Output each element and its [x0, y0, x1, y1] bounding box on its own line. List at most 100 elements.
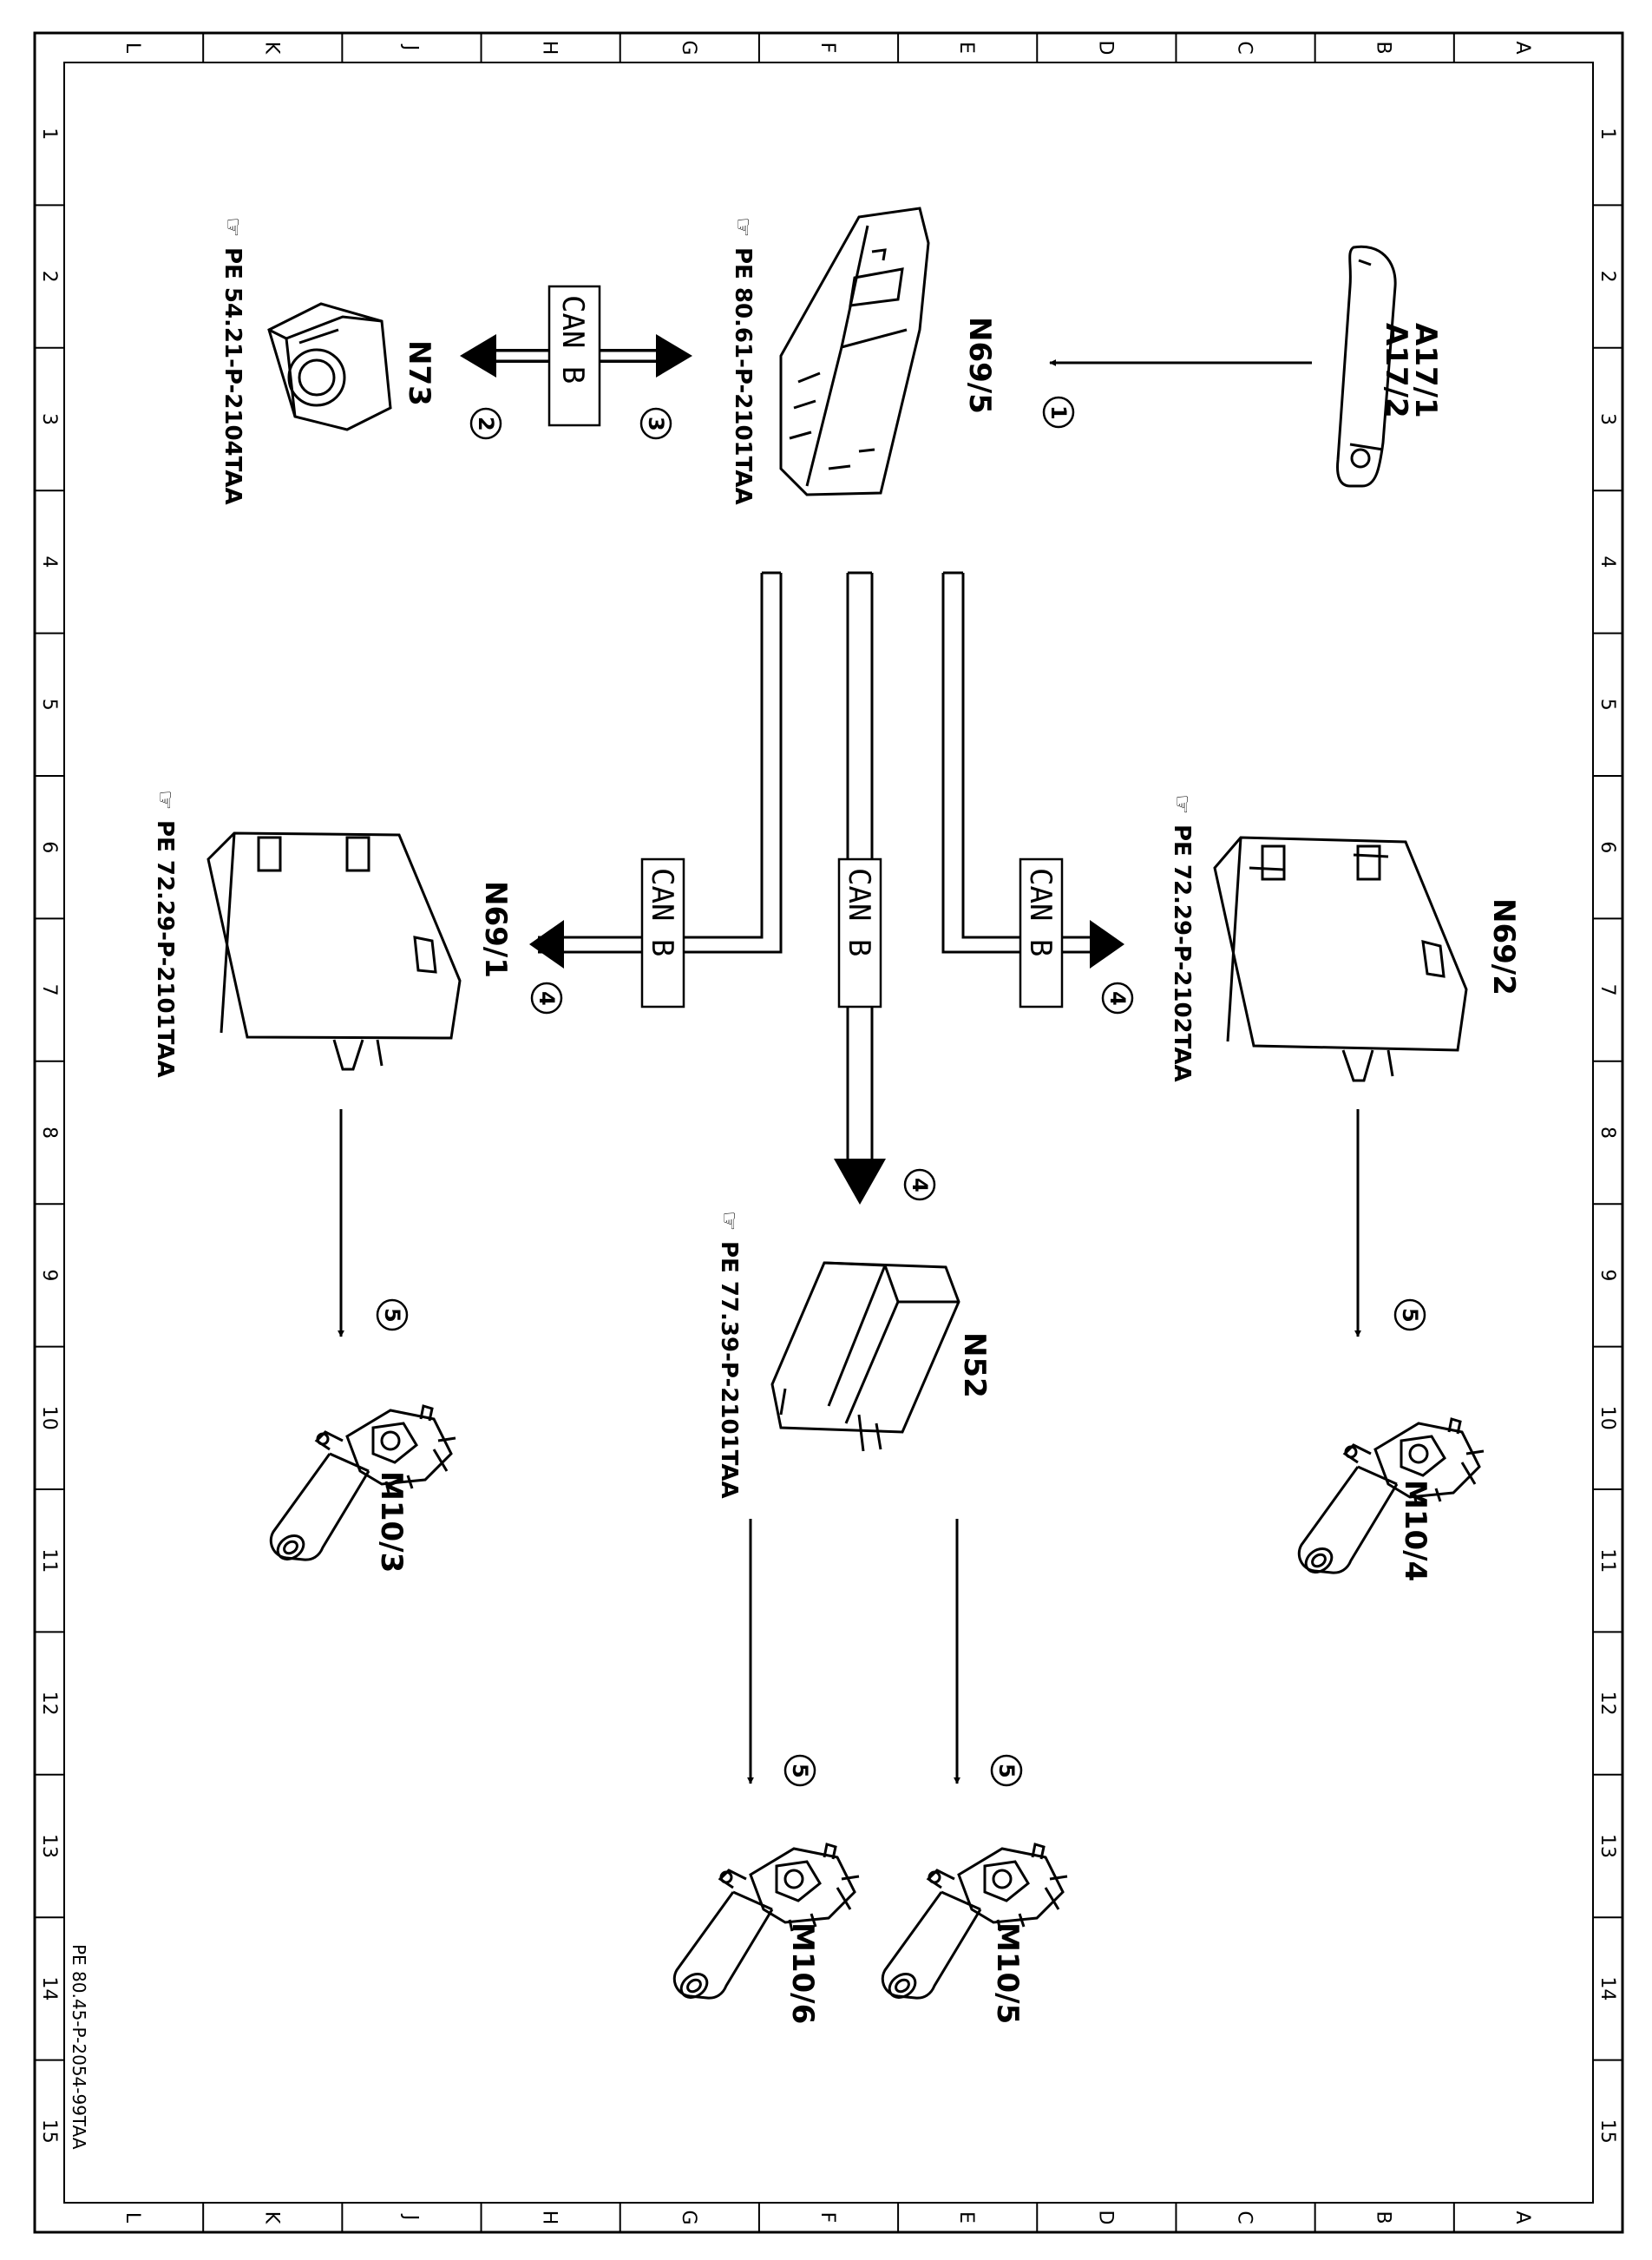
- grid-col-label-bottom: E: [955, 2211, 977, 2224]
- grid-col-label-bottom: J: [399, 2213, 421, 2221]
- n69-1-label: N69/1: [478, 881, 513, 978]
- svg-text:PE 72.29-P-2102TAA: PE 72.29-P-2102TAA: [1169, 825, 1195, 1082]
- drawing-frame: [33, 31, 1624, 2234]
- grid-col-label-top: C: [1234, 41, 1255, 54]
- grid-row-label-left: 10: [38, 1406, 60, 1430]
- svg-text:PE 77.39-P-2101TAA: PE 77.39-P-2101TAA: [716, 1241, 742, 1499]
- grid-row-label-right: 1: [1596, 128, 1618, 140]
- grid-row-label-left: 6: [38, 841, 60, 853]
- ignition-switch-n73: [267, 302, 392, 431]
- step-4-circle-n69-1: 4: [530, 982, 563, 1015]
- svg-text:4: 4: [908, 1178, 932, 1192]
- can-label-n69-1: CAN B: [640, 857, 685, 1008]
- grid-row-label-right: 5: [1596, 699, 1618, 711]
- frame-ticks: [35, 33, 1622, 2232]
- m10-6-label: M10/6: [785, 1922, 820, 2024]
- n69-5-label: N69/5: [962, 317, 997, 414]
- grid-col-label-bottom: F: [816, 2212, 838, 2224]
- svg-text:5: 5: [788, 1764, 812, 1778]
- a17-2-label: A17/2: [1379, 323, 1413, 418]
- grid-col-label-bottom: C: [1234, 2211, 1255, 2224]
- step-4-circle-n69-2: 4: [1101, 982, 1134, 1015]
- grid-row-label-right: 15: [1596, 2119, 1618, 2144]
- grid-col-label-bottom: G: [678, 2210, 699, 2224]
- grid-col-label-top: E: [955, 42, 977, 54]
- arrowhead-to-n69-2: [1090, 920, 1124, 969]
- grid-col-label-top: B: [1373, 41, 1394, 54]
- grid-row-label-left: 12: [38, 1692, 60, 1716]
- grid-row-label-left: 2: [38, 271, 60, 283]
- a17-1-label: A17/1: [1408, 323, 1443, 418]
- grid-row-label-left: 3: [38, 413, 60, 425]
- grid-col-label-top: H: [539, 41, 560, 56]
- module-n69-2: [1213, 836, 1468, 1082]
- svg-text:☞: ☞: [716, 1211, 742, 1231]
- arrowhead-to-n52: [834, 1159, 886, 1205]
- n69-2-label: N69/2: [1486, 898, 1521, 995]
- module-n69-5: [779, 207, 930, 496]
- n69-5-ref: ☞ PE 80.61-P-2101TAA: [730, 217, 756, 505]
- grid-row-label-left: 1: [38, 128, 60, 140]
- grid-row-label-left: 15: [38, 2119, 60, 2144]
- can-label-n52: CAN B: [837, 857, 882, 1008]
- svg-text:PE 72.29-P-2101TAA: PE 72.29-P-2101TAA: [152, 820, 178, 1078]
- svg-text:☞: ☞: [1169, 794, 1195, 814]
- grid-col-label-top: J: [399, 43, 421, 51]
- m10-5-label: M10/5: [990, 1922, 1025, 2024]
- grid-col-label-bottom: A: [1511, 2211, 1533, 2224]
- svg-text:PE 80.61-P-2101TAA: PE 80.61-P-2101TAA: [730, 247, 756, 505]
- grid-row-label-left: 5: [38, 699, 60, 711]
- svg-text:4: 4: [1105, 991, 1130, 1006]
- grid-col-label-top: L: [121, 43, 143, 54]
- grid-row-label-right: 6: [1596, 841, 1618, 853]
- can-trunk-to-n69-1: [538, 571, 783, 954]
- n69-1-ref: ☞ PE 72.29-P-2101TAA: [152, 790, 178, 1078]
- m10-3-label: M10/3: [374, 1471, 409, 1573]
- grid-row-label-right: 13: [1596, 1834, 1618, 1858]
- n73-ref: ☞ PE 54.21-P-2104TAA: [220, 217, 246, 505]
- svg-text:3: 3: [644, 417, 668, 431]
- can-bus-n73-n69-5: CAN B: [460, 285, 692, 427]
- step-4-circle-n52: 4: [903, 1168, 936, 1201]
- m10-4-label: M10/4: [1398, 1480, 1432, 1581]
- n52-ref: ☞ PE 77.39-P-2101TAA: [716, 1211, 742, 1499]
- grid-row-label-right: 3: [1596, 413, 1618, 425]
- grid-row-label-right: 2: [1596, 271, 1618, 283]
- svg-text:☞: ☞: [220, 217, 246, 237]
- svg-text:5: 5: [380, 1308, 404, 1323]
- svg-text:CAN B: CAN B: [842, 868, 876, 956]
- grid-col-label-bottom: D: [1094, 2211, 1116, 2225]
- window-motor-m10-5: [881, 1843, 1068, 2000]
- grid-col-label-top: K: [260, 42, 282, 55]
- svg-text:1: 1: [1046, 405, 1071, 420]
- door-handle-a17: [1336, 245, 1397, 488]
- step-3-circle: 3: [639, 407, 672, 440]
- grid-row-label-right: 7: [1596, 984, 1618, 996]
- grid-row-label-right: 10: [1596, 1406, 1618, 1430]
- grid-row-label-left: 7: [38, 984, 60, 996]
- step-5-circle-m10-4: 5: [1393, 1298, 1426, 1331]
- grid-row-label-right: 4: [1596, 555, 1618, 568]
- module-n52: [770, 1261, 960, 1452]
- grid-row-label-right: 14: [1596, 1976, 1618, 2000]
- grid-col-label-bottom: H: [539, 2211, 560, 2225]
- grid-col-label-top: G: [678, 40, 699, 55]
- grid-row-label-left: 9: [38, 1269, 60, 1281]
- grid-row-label-left: 14: [38, 1976, 60, 2000]
- svg-text:5: 5: [1398, 1308, 1422, 1323]
- svg-text:5: 5: [994, 1764, 1019, 1778]
- grid-col-label-top: D: [1094, 41, 1116, 56]
- grid-row-label-left: 8: [38, 1127, 60, 1139]
- can-label-n69-2: CAN B: [1019, 857, 1064, 1008]
- grid-row-label-left: 4: [38, 555, 60, 568]
- grid-col-label-top: A: [1511, 41, 1533, 54]
- n52-label: N52: [957, 1332, 992, 1398]
- svg-text:4: 4: [534, 991, 559, 1006]
- svg-text:☞: ☞: [152, 790, 178, 810]
- document-id: PE 80.45-P-2054-99TAA: [69, 1944, 89, 2150]
- grid-col-label-bottom: K: [260, 2211, 282, 2224]
- n73-label: N73: [402, 340, 436, 406]
- grid-row-label-left: 13: [38, 1834, 60, 1858]
